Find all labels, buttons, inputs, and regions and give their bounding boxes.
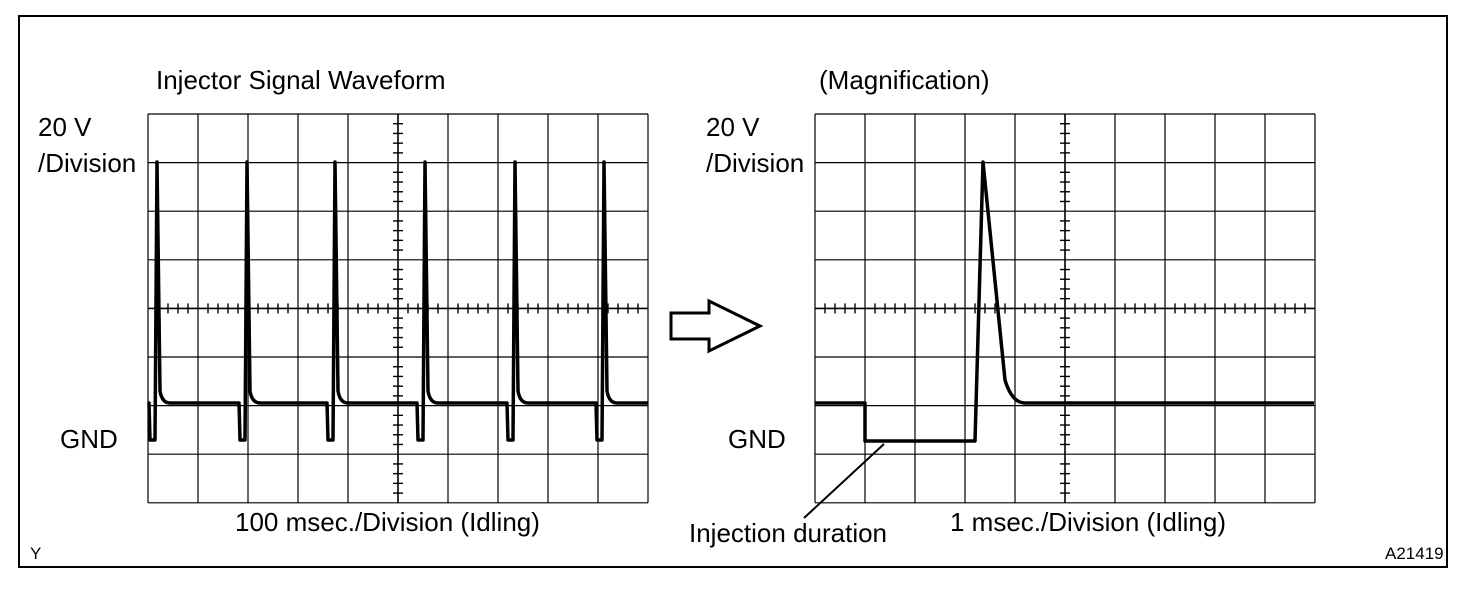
right-oscilloscope-grid	[814, 113, 1316, 504]
injection-duration-leader-line	[803, 443, 885, 519]
right-division-label: /Division	[706, 148, 805, 178]
right-magnified-waveform	[815, 160, 1314, 443]
left-division-label: /Division	[38, 148, 137, 178]
left-oscilloscope-grid	[147, 113, 649, 504]
left-panel-title: Injector Signal Waveform	[156, 65, 446, 95]
right-gnd-label: GND	[728, 424, 786, 454]
right-time-scale-label: 1 msec./Division (Idling)	[950, 507, 1226, 537]
right-volts-label: 20 V	[706, 112, 760, 142]
left-injector-waveform	[147, 160, 648, 442]
injection-duration-label: Injection duration	[689, 518, 888, 548]
right-panel-title: (Magnification)	[819, 65, 990, 95]
left-time-scale-label: 100 msec./Division (Idling)	[235, 507, 540, 537]
right-hollow-arrow-icon	[669, 298, 764, 354]
figure-id: A21419	[1385, 544, 1444, 563]
left-gnd-label: GND	[60, 424, 118, 454]
left-volts-label: 20 V	[38, 112, 92, 142]
figure-frame	[18, 15, 1448, 568]
corner-mark: Y	[30, 544, 42, 563]
